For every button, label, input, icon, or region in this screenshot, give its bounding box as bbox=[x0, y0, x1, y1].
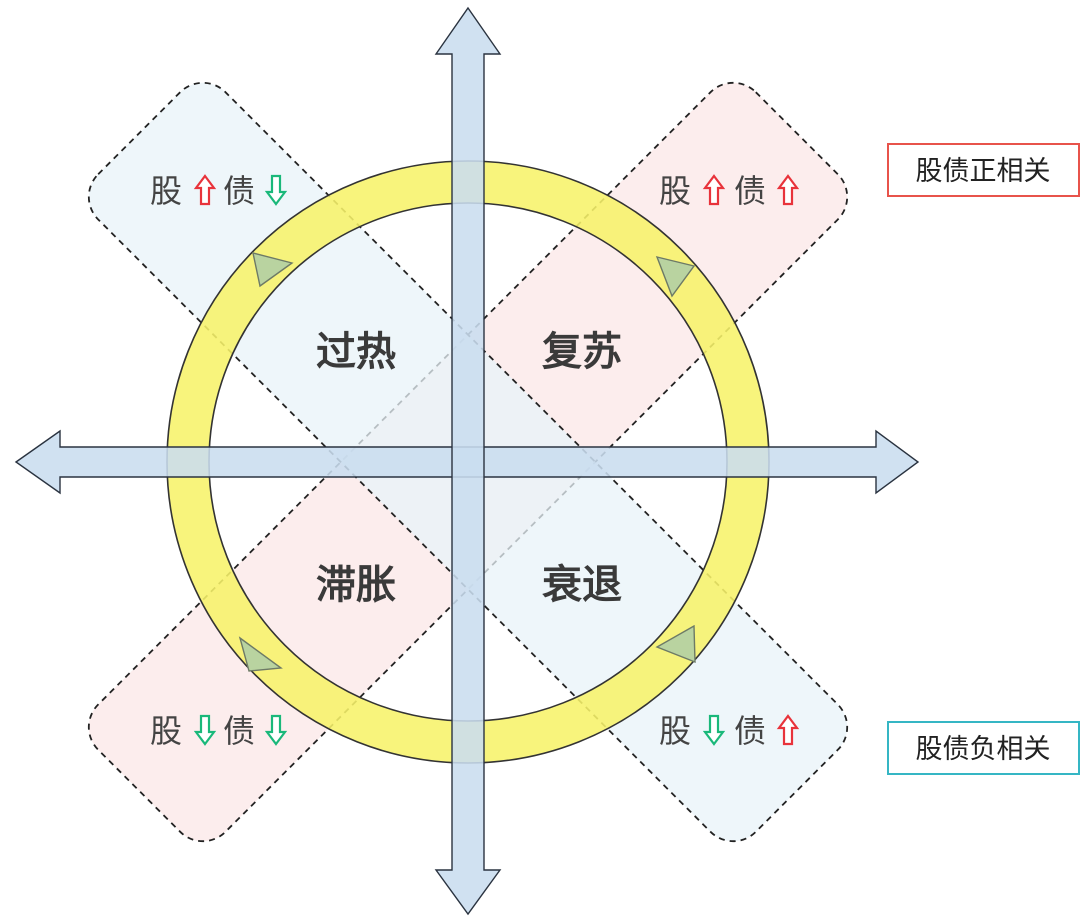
cycle-arrow-top-left bbox=[252, 252, 294, 288]
cycle-arrow-top-right bbox=[655, 256, 696, 298]
bond-label: 债 bbox=[734, 172, 766, 210]
stock-label: 股 bbox=[659, 712, 691, 750]
phase-recovery-label: 复苏 bbox=[542, 328, 622, 375]
asset-direction-bottom-right: 股 债 bbox=[659, 712, 799, 750]
asset-direction-top-right: 股 债 bbox=[659, 172, 799, 210]
asset-direction-top-left: 股 债 bbox=[150, 172, 287, 210]
phase-recession-label: 衰退 bbox=[542, 561, 622, 608]
cycle-arrow-bottom-left bbox=[238, 636, 283, 672]
stock-label: 股 bbox=[659, 172, 691, 210]
bond-label: 债 bbox=[223, 712, 255, 750]
stock-label: 股 bbox=[150, 172, 182, 210]
bond-label: 债 bbox=[734, 712, 766, 750]
asset-direction-bottom-left: 股 债 bbox=[150, 712, 287, 750]
phase-stagflation-label: 滞胀 bbox=[316, 561, 396, 608]
legend-negative-correlation: 股债负相关 bbox=[887, 721, 1080, 775]
legend-positive-correlation: 股债正相关 bbox=[887, 143, 1080, 197]
legend-negative-label: 股债负相关 bbox=[916, 734, 1051, 765]
vertical-axis-arrow bbox=[434, 6, 502, 916]
stock-label: 股 bbox=[150, 712, 182, 750]
legend-positive-label: 股债正相关 bbox=[916, 156, 1051, 187]
cycle-direction-arrows bbox=[238, 252, 696, 672]
phase-overheat-label: 过热 bbox=[316, 328, 396, 375]
bond-label: 债 bbox=[223, 172, 255, 210]
cycle-arrow-bottom-right bbox=[655, 624, 696, 664]
